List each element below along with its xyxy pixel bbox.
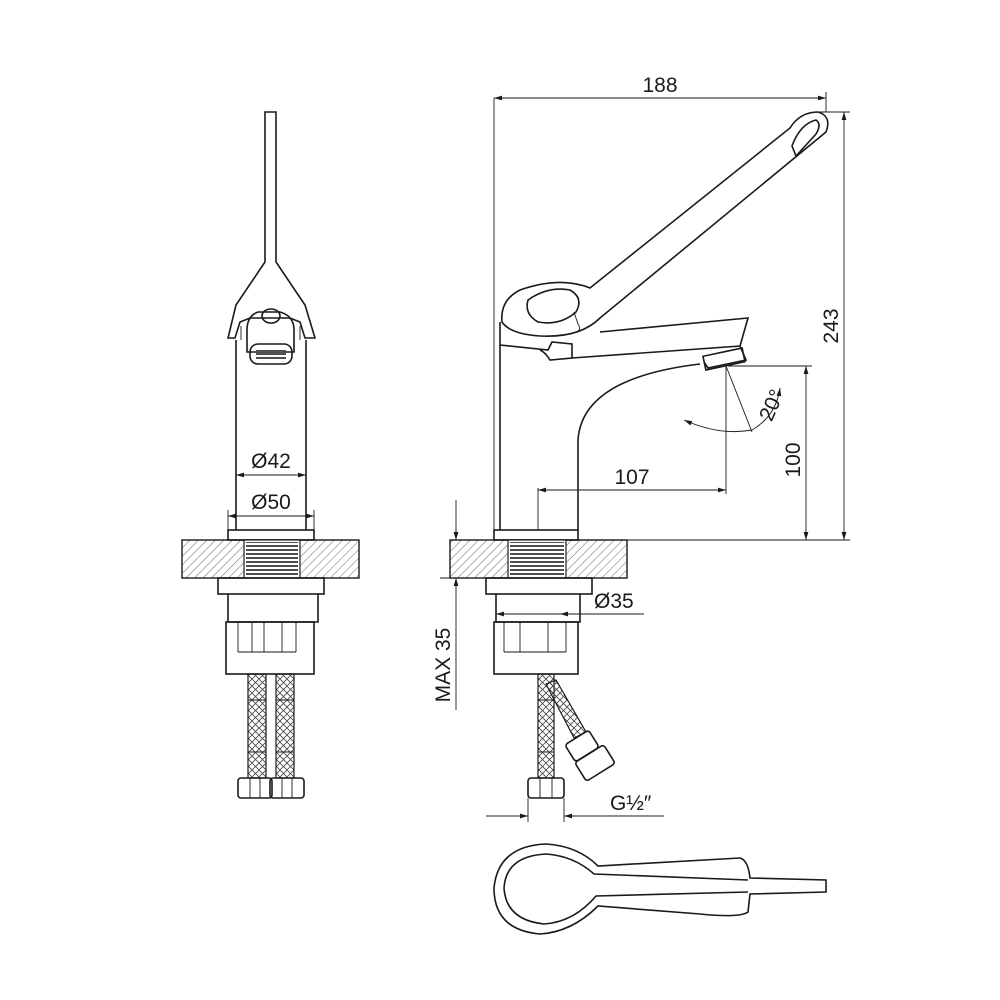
side-dimensions: 188 243 100 107 20° MAX 35 Ø35 G½″ <box>432 74 850 822</box>
front-nut <box>225 621 315 675</box>
side-body <box>499 345 701 530</box>
dim-thread-g12: G½″ <box>610 792 652 815</box>
front-view <box>181 111 360 799</box>
dim-dia-42: Ø42 <box>251 450 291 473</box>
dim-dia-50: Ø50 <box>251 491 291 514</box>
side-spout <box>571 317 750 359</box>
front-lever <box>226 111 317 339</box>
front-washer <box>217 577 325 595</box>
dim-reach-107: 107 <box>614 466 649 489</box>
top-lever-outer <box>493 843 827 935</box>
dim-max-35: MAX 35 <box>432 628 455 703</box>
front-body <box>235 340 307 530</box>
front-hose-right <box>275 673 295 779</box>
side-nut <box>493 621 579 675</box>
front-dimensions: Ø42 Ø50 <box>227 450 315 530</box>
front-hose-left <box>247 673 267 779</box>
side-lever <box>501 111 829 337</box>
dim-dia-35: Ø35 <box>594 590 634 613</box>
dim-width-188: 188 <box>642 74 677 97</box>
top-lever-inner <box>503 853 749 925</box>
side-washer <box>485 577 593 595</box>
dim-height-243: 243 <box>820 308 843 343</box>
side-hose-nut <box>527 777 565 799</box>
side-view <box>449 111 829 799</box>
front-aerator <box>249 343 293 365</box>
top-view-lever <box>493 843 827 935</box>
dim-spout-height-100: 100 <box>782 442 805 477</box>
front-knob <box>246 311 295 353</box>
front-hose-nut-left <box>237 777 273 799</box>
front-hose-nut-right <box>269 777 305 799</box>
dim-angle-20: 20° <box>755 386 789 424</box>
